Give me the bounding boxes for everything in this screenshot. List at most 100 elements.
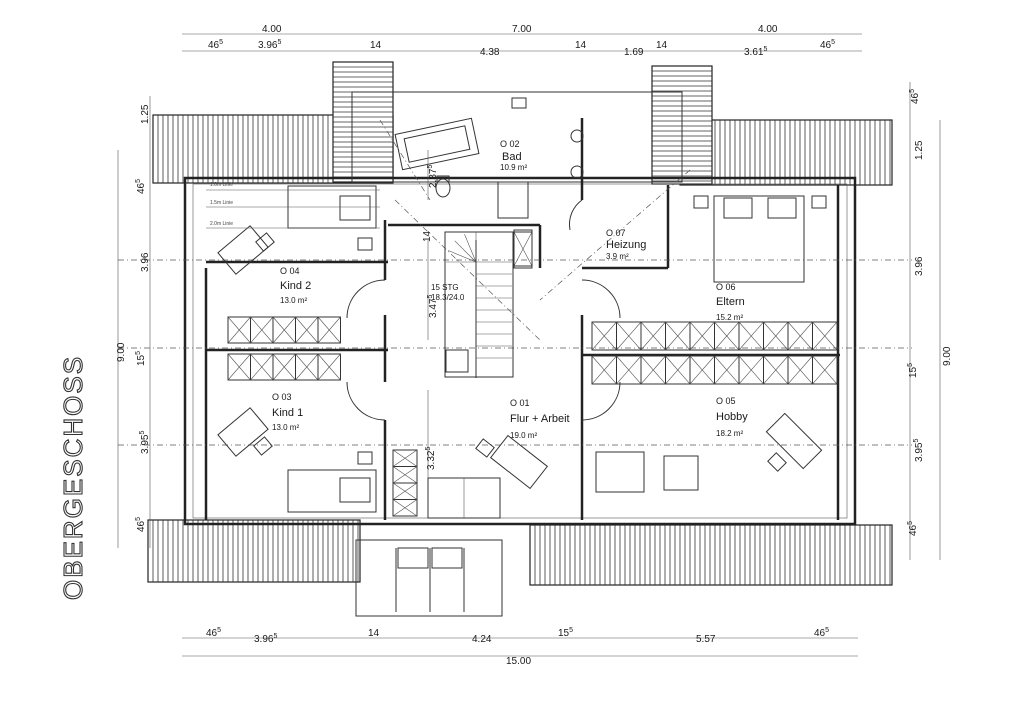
wardrobe-cross <box>250 316 274 344</box>
wardrobe-cross <box>227 353 251 381</box>
wardrobe-cross <box>787 355 813 385</box>
room-area: 13.0 m² <box>280 296 307 305</box>
stair-treads <box>446 232 512 378</box>
room-area: 10.9 m² <box>500 163 527 172</box>
dim-label: 3.965 <box>258 39 281 51</box>
dim-label: 1.25 <box>140 104 151 124</box>
dim-right-outer: 9.00 <box>942 346 953 366</box>
dim-label: 155 <box>907 363 919 378</box>
wardrobes <box>227 231 838 517</box>
wardrobe-cross <box>295 353 319 381</box>
exterior-walls <box>183 91 857 617</box>
height-line-1-label: 1.0m Linie <box>210 182 233 188</box>
wardrobe-cross <box>763 355 789 385</box>
wardrobe-cross <box>392 499 418 517</box>
room-id: O 04 <box>280 266 300 276</box>
dim-label: 465 <box>208 39 223 51</box>
room-name: Kind 1 <box>272 407 303 419</box>
wardrobe-cross <box>738 355 764 385</box>
dim-label: 14 <box>575 40 587 51</box>
dim-label: 14 <box>370 40 382 51</box>
wardrobe-cross <box>392 449 418 467</box>
room-id: O 03 <box>272 392 292 402</box>
dim-label: 465 <box>206 627 221 639</box>
dim-label: 14 <box>422 230 433 242</box>
dim-bottom-outer: 15.00 <box>506 656 531 667</box>
dim-label: 465 <box>135 517 147 532</box>
dim-label: 465 <box>909 89 921 104</box>
height-line-2-label: 1.5m Linie <box>210 200 233 206</box>
wardrobe-cross <box>812 321 838 351</box>
room-name: Eltern <box>716 296 745 308</box>
dim-left-inner: 1.25 465 3.96 155 3.955 465 <box>135 104 151 532</box>
wardrobe-cross <box>640 355 666 385</box>
wardrobe-cross <box>689 321 715 351</box>
dim-label: 3.96 <box>140 252 151 272</box>
wardrobe-cross <box>392 466 418 484</box>
room-kind-2: O 04 Kind 2 13.0 m² <box>280 266 311 305</box>
stair-spec: 18.3/24.0 <box>431 293 465 302</box>
dim-label: 465 <box>135 179 147 194</box>
dim-top-outer: 4.00 7.00 4.00 <box>262 24 778 35</box>
wardrobe-cell <box>317 353 341 381</box>
dim-top-inner: 465 3.965 14 4.38 14 1.69 14 3.615 465 <box>208 39 835 58</box>
wardrobe-cross <box>665 355 691 385</box>
axis-lines <box>118 119 912 446</box>
wardrobe-cross <box>295 316 319 344</box>
dim-label: 3.475 <box>427 295 439 318</box>
wardrobe-cross <box>616 355 642 385</box>
roof-bottom-right <box>529 524 893 586</box>
wardrobe-cell <box>392 499 418 517</box>
wardrobe-cross <box>250 353 274 381</box>
room-name: Kind 2 <box>280 280 311 292</box>
furniture <box>217 97 827 519</box>
dim-label: 3.955 <box>139 431 151 454</box>
wardrobe-cross <box>513 231 533 267</box>
room-hobby: O 05 Hobby 18.2 m² <box>716 396 748 438</box>
wardrobe-cross <box>812 355 838 385</box>
wardrobe-cross <box>227 316 251 344</box>
dim-label: 3.955 <box>913 439 925 462</box>
dim-label: 7.00 <box>512 24 532 35</box>
stair-label: 15 STG 18.3/24.0 <box>431 283 465 302</box>
wardrobe-cell <box>812 321 838 351</box>
wardrobe-cross <box>763 321 789 351</box>
wardrobe-cross <box>616 321 642 351</box>
dim-label: 4.00 <box>262 24 282 35</box>
height-lines: 1.0m Linie 1.5m Linie 2.0m Linie <box>206 182 380 229</box>
dim-label: 1.69 <box>624 47 644 58</box>
room-name: Bad <box>502 151 522 163</box>
wardrobe-cell <box>812 355 838 385</box>
room-eltern: O 06 Eltern 15.2 m² <box>716 282 745 322</box>
wardrobe-cross <box>738 321 764 351</box>
room-id: O 06 <box>716 282 736 292</box>
room-name: Heizung <box>606 239 646 251</box>
wardrobe-cross <box>392 482 418 500</box>
dim-label: 14 <box>656 40 668 51</box>
dim-label: 1.25 <box>914 140 925 160</box>
dimension-lines <box>117 33 941 657</box>
room-bad: O 02 Bad 10.9 m² <box>500 139 527 172</box>
room-area: 15.2 m² <box>716 313 743 322</box>
wardrobe-cross <box>317 316 341 344</box>
dim-label: 14 <box>368 628 380 639</box>
dim-bottom-inner: 465 3.965 14 4.24 155 5.57 465 <box>206 627 829 645</box>
room-name: Hobby <box>716 411 748 423</box>
dim-label: 3.96 <box>914 256 925 276</box>
dim-label: 4.24 <box>472 634 492 645</box>
dim-label: 155 <box>558 627 573 639</box>
door-swings <box>346 199 621 421</box>
floor-title: OBERGESCHOSS <box>58 355 88 600</box>
room-area: 19.0 m² <box>510 431 537 440</box>
roof-bottom-left <box>147 519 361 583</box>
dormer-left <box>332 61 394 183</box>
wardrobe-cross <box>640 321 666 351</box>
stair-winder <box>454 240 477 263</box>
dim-label: 4.00 <box>758 24 778 35</box>
room-id: O 01 <box>510 398 530 408</box>
wardrobe-cell <box>317 316 341 344</box>
wardrobe-cross <box>714 321 740 351</box>
wardrobe-cross <box>317 353 341 381</box>
room-name: Flur + Arbeit <box>510 413 570 425</box>
height-line-3-label: 2.0m Linie <box>210 221 233 227</box>
